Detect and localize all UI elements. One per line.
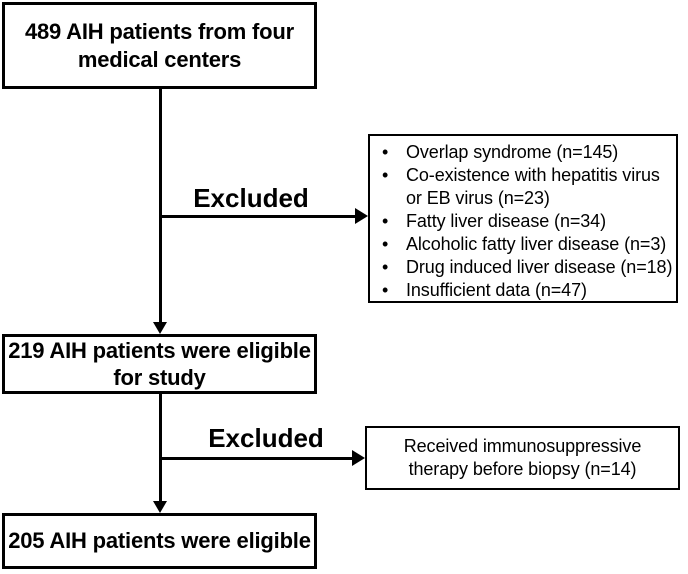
exclusion-reasons-box: Overlap syndrome (n=145) Co-existence wi… [368,134,678,303]
flow-box-eligible-study-line2: for study [113,365,206,390]
exclusion-reasons-list: Overlap syndrome (n=145) Co-existence wi… [370,141,676,302]
arrowhead-right-icon [352,450,365,466]
arrowhead-down-icon [153,501,167,513]
flow-box-enrolled-line1: 489 AIH patients from four [24,18,295,44]
arrow-line-excluded-1 [160,215,356,218]
immunosuppressive-exclusion-box: Received immunosuppressive therapy befor… [365,426,680,490]
arrowhead-right-icon [355,208,368,224]
excluded-label-1: Excluded [193,183,309,213]
exclusion-item: Co-existence with hepatitis virus or EB … [370,164,676,210]
flow-box-enrolled: 489 AIH patients from four medical cente… [2,2,317,89]
flow-box-final-eligible-line1: 205 AIH patients were eligible [8,528,311,553]
flow-box-final-eligible: 205 AIH patients were eligible [2,513,317,569]
arrow-line-excluded-2 [160,457,353,460]
arrow-line-step2-to-step3 [159,394,162,501]
exclusion-item: Fatty liver disease (n=34) [370,210,676,233]
flow-box-eligible-study-line1: 219 AIH patients were eligible [8,338,311,363]
exclusion-item: Overlap syndrome (n=145) [370,141,676,164]
exclusion-item: Drug induced liver disease (n=18) [370,256,676,279]
exclusion-item: Alcoholic fatty liver disease (n=3) [370,233,676,256]
immunosuppressive-exclusion-label: Received immunosuppressive therapy befor… [403,436,642,479]
excluded-label-2: Excluded [208,423,324,453]
arrowhead-down-icon [153,322,167,334]
arrow-line-step1-to-step2 [159,89,162,323]
exclusion-item: Insufficient data (n=47) [370,279,676,302]
flow-box-eligible-study: 219 AIH patients were eligible for study [2,334,317,394]
flow-box-enrolled-line2: medical centers [77,46,242,72]
